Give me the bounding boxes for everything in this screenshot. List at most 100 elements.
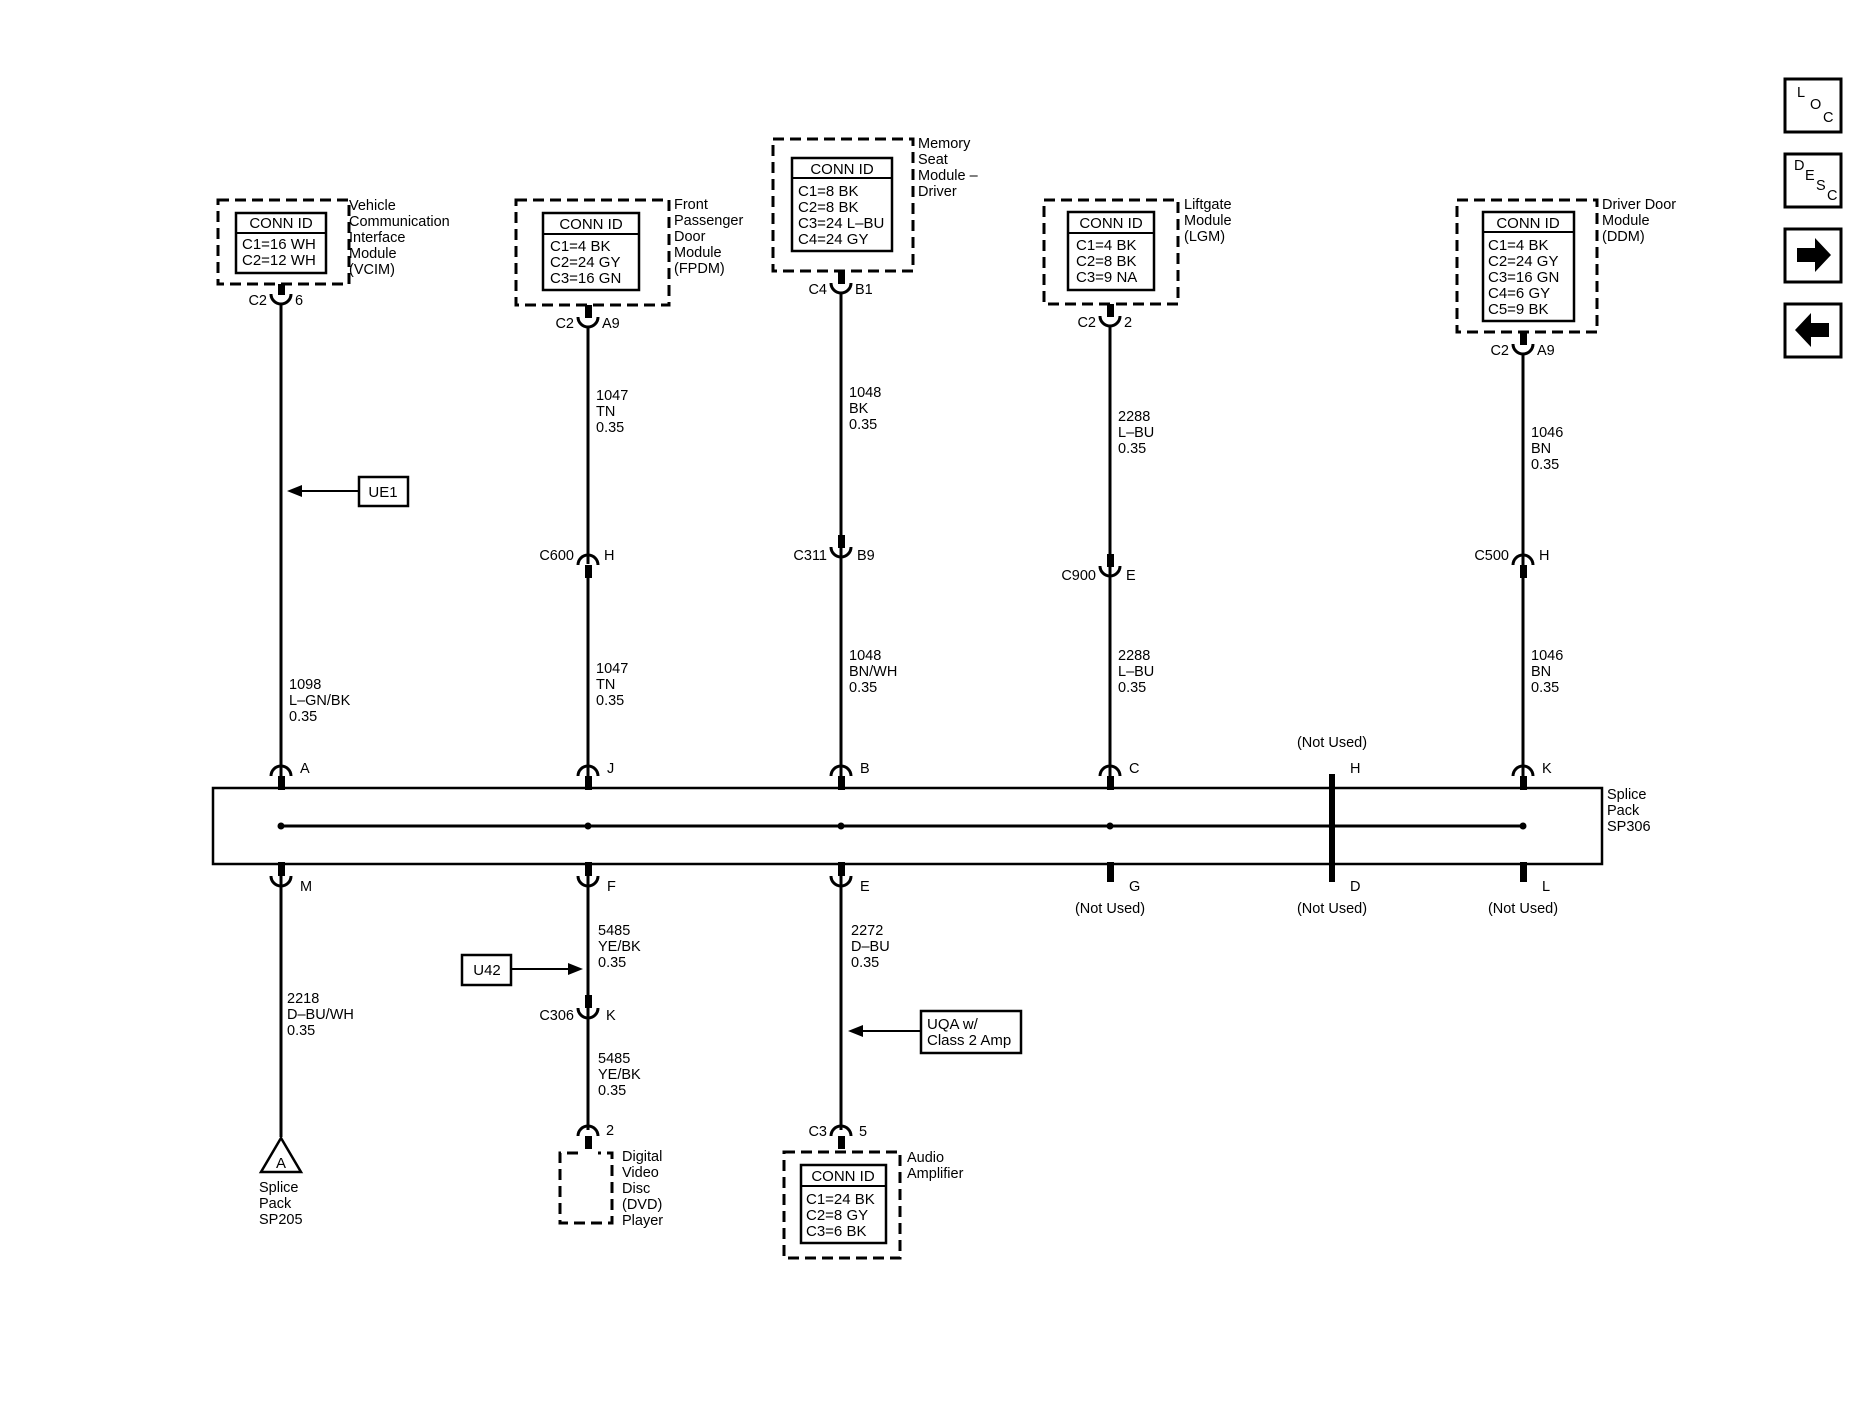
vcim-name-line: Communication [349, 214, 450, 230]
not-used-label: (Not Used) [1488, 901, 1558, 917]
c900-label: C900 [1061, 568, 1096, 584]
lgm-conn-header: CONN ID [1079, 215, 1143, 232]
fpdm-conn-label: C2 [555, 316, 574, 332]
desc-letter: C [1827, 188, 1837, 204]
pin-label: L [1542, 879, 1550, 895]
offpage-splice-pack-sp205: A Splice Pack SP205 [258, 1135, 304, 1228]
fpdm-conn-header: CONN ID [559, 216, 623, 233]
fpdm-conn-table [541, 211, 641, 292]
desc-button[interactable]: D E S C [1783, 152, 1843, 209]
pin-label: E [860, 879, 870, 895]
ddm-conn-line: C3=16 GN [1488, 269, 1559, 286]
ddm-conn-line: C2=24 GY [1488, 253, 1558, 270]
pin-label: F [607, 879, 616, 895]
fpdm-name-line: Door [674, 229, 706, 245]
ddm-conn-label: C2 [1490, 343, 1509, 359]
amp-name-line: Amplifier [907, 1166, 964, 1182]
splice-pin-l: L (Not Used) [1488, 862, 1558, 917]
wire-label: 1047 [596, 661, 628, 677]
wire-label: 0.35 [849, 417, 877, 433]
splice-pin-h: H (Not Used) [1297, 735, 1367, 882]
vcim-conn-table [234, 211, 328, 275]
vcim-name-line: Module [349, 246, 397, 262]
msm-name-line: Module – [918, 168, 979, 184]
fpdm-conn-line: C3=16 GN [550, 270, 621, 287]
loc-letter: L [1797, 85, 1805, 101]
wire-label: 2218 [287, 991, 319, 1007]
ddm-conn-table [1481, 210, 1576, 323]
splice-pin-a: A [269, 761, 310, 830]
wires [279, 293, 1525, 1130]
vcim-conn-header: CONN ID [249, 215, 313, 232]
vcim-conn-line: C2=12 WH [242, 252, 316, 269]
wire-label: 0.35 [598, 1083, 626, 1099]
amp-conn-label: C3 [808, 1124, 827, 1140]
msm-conn-table [790, 156, 894, 253]
connector-c600: C600 H [539, 548, 614, 578]
lgm-pin-label: 2 [1124, 315, 1132, 331]
module-memory-seat: CONN ID C1=8 BK C2=8 BK C3=24 L–BU C4=24… [771, 136, 979, 273]
prev-page-button[interactable] [1783, 302, 1843, 359]
splice-pin-d: D (Not Used) [1297, 879, 1367, 917]
next-page-button[interactable] [1783, 227, 1843, 284]
u42-tag [460, 953, 513, 987]
splice-pin-k: K [1511, 761, 1552, 830]
c600-pin: H [604, 548, 614, 564]
offpage-label: Splice [259, 1180, 299, 1196]
loc-button[interactable]: L O C [1783, 77, 1843, 134]
vcim-conn-label: C2 [248, 293, 267, 309]
not-used-label: (Not Used) [1297, 901, 1367, 917]
offpage-triangle-icon [258, 1135, 304, 1174]
wire-label: 5485 [598, 923, 630, 939]
wire-label: L–BU [1118, 425, 1154, 441]
fpdm-name-line: Module [674, 245, 722, 261]
uqa-label: UQA w/ [927, 1016, 979, 1033]
vcim-name-line: (VCIM) [349, 262, 395, 278]
dvd-name-line: Video [622, 1165, 659, 1181]
amp-conn-header: CONN ID [811, 1168, 875, 1185]
msm-conn-line: C1=8 BK [798, 183, 858, 200]
wire-labels-upper: 1047 TN 0.35 1048 BK 0.35 2288 L–BU 0.35… [596, 385, 1563, 473]
wire-label: TN [596, 404, 615, 420]
ddm-name-line: (DDM) [1602, 229, 1645, 245]
splice-pack-sp306: A J B C H (Not Used) [211, 735, 1651, 917]
dvd-name-line: Player [622, 1213, 663, 1229]
connector-lgm: C2 2 [1077, 304, 1132, 331]
wire-label: L–GN/BK [289, 693, 351, 709]
msm-conn-line: C4=24 GY [798, 231, 868, 248]
wire-label: BN/WH [849, 664, 897, 680]
splice-pin-b: B [829, 761, 870, 830]
msm-conn-line: C2=8 BK [798, 199, 858, 216]
amp-conn-line: C1=24 BK [806, 1191, 875, 1208]
wire-label: 1047 [596, 388, 628, 404]
pin-label: D [1350, 879, 1360, 895]
loc-letter: O [1810, 97, 1821, 113]
wire-label: 0.35 [1118, 441, 1146, 457]
pin-label: B [860, 761, 870, 777]
option-ue1: UE1 [287, 475, 410, 508]
option-uqa: UQA w/ Class 2 Amp [848, 1009, 1023, 1055]
lower-wires [0, 886, 1866, 1407]
ddm-conn-line: C4=6 GY [1488, 285, 1550, 302]
connector-vcim: C2 6 [248, 284, 303, 309]
ddm-conn-header: CONN ID [1496, 215, 1560, 232]
splice-pack-name: Splice [1607, 787, 1647, 803]
wire-label: 0.35 [851, 955, 879, 971]
splice-pin-g: G (Not Used) [1075, 862, 1145, 917]
wire-label: 0.35 [289, 709, 317, 725]
msm-name-line: Seat [918, 152, 948, 168]
ddm-name-line: Module [1602, 213, 1650, 229]
wire-label: 0.35 [287, 1023, 315, 1039]
dvd-name-line: Digital [622, 1149, 662, 1165]
ddm-pin-label: A9 [1537, 343, 1555, 359]
offpage-label: SP205 [259, 1212, 303, 1228]
wire-label: BK [849, 401, 869, 417]
module-vcim: CONN ID C1=16 WH C2=12 WH Vehicle Commun… [216, 198, 450, 286]
lgm-name-line: Liftgate [1184, 197, 1232, 213]
ddm-conn-line: C5=9 BK [1488, 301, 1548, 318]
desc-letter: S [1816, 178, 1826, 194]
vcim-pin-label: 6 [295, 293, 303, 309]
desc-letter: D [1794, 158, 1804, 174]
wire-label: L–BU [1118, 664, 1154, 680]
